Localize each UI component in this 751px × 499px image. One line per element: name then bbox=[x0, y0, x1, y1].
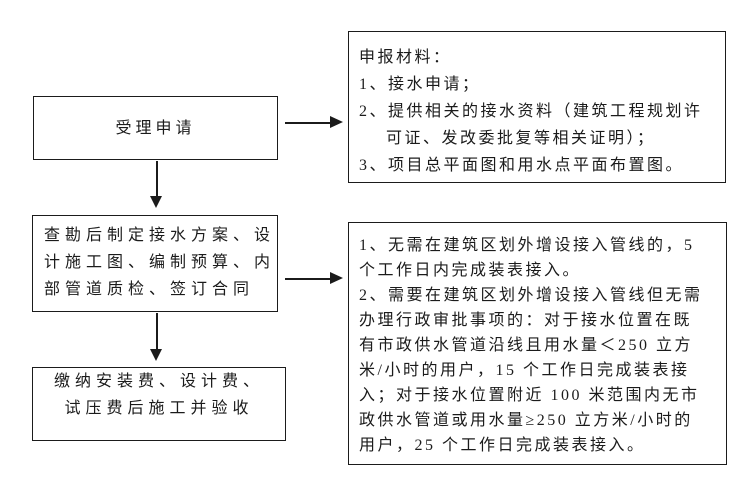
box-line: 可证、发改委批复等相关证明）； bbox=[386, 130, 656, 147]
arrow-right-icon bbox=[285, 272, 343, 285]
arrow-down-icon bbox=[150, 313, 163, 361]
box-line: 政供水管道或用水量≥250 立方米/小时的 bbox=[359, 412, 693, 429]
flow-box-survey-plan-contract: 查勘后制定接水方案、设 计施工图、编制预算、内 部管道质检、签订合同 bbox=[32, 215, 278, 312]
box-line: 办理行政审批事项的：对于接水位置在既 bbox=[359, 312, 693, 329]
box-line: 2、提供相关的接水资料（建筑工程规划许 bbox=[359, 103, 703, 120]
box-line: 个工作日内完成装表接入。 bbox=[359, 262, 582, 279]
flow-box-accept-application: 受理申请 bbox=[33, 96, 278, 160]
arrow-head bbox=[150, 349, 162, 361]
flow-box-pay-fees-construct-accept: 缴纳安装费、设计费、 试压费后施工并验收 bbox=[32, 367, 286, 441]
arrow-shaft bbox=[155, 313, 158, 350]
box-line: 有市政供水管道沿线且用水量＜250 立方 bbox=[359, 337, 694, 354]
arrow-right-icon bbox=[285, 116, 343, 129]
box-line: 入；对于接水位置附近 100 米范围内无市 bbox=[359, 387, 700, 404]
arrow-head bbox=[330, 272, 343, 284]
box-line: 缴纳安装费、设计费、 bbox=[53, 373, 264, 390]
arrow-head bbox=[150, 196, 162, 208]
box-line: 米/小时的用户，15 个工作日完成装表接 bbox=[359, 362, 690, 379]
box-line: 用户，25 个工作日完成装表接入。 bbox=[359, 437, 646, 454]
box-line: 受理申请 bbox=[115, 119, 196, 137]
box-line: 计施工图、编制预算、内 bbox=[44, 254, 276, 271]
box-line: 查勘后制定接水方案、设 bbox=[44, 227, 276, 244]
arrow-shaft bbox=[285, 121, 331, 124]
box-line: 申报材料： bbox=[359, 49, 452, 66]
arrow-head bbox=[330, 116, 343, 128]
box-line: 试压费后施工并验收 bbox=[64, 400, 254, 417]
arrow-down-icon bbox=[150, 161, 163, 208]
box-line: 3、项目总平面图和用水点平面布置图。 bbox=[359, 157, 685, 174]
arrow-shaft bbox=[155, 161, 158, 197]
box-line: 1、接水申请； bbox=[359, 76, 481, 93]
box-line: 部管道质检、签订合同 bbox=[44, 281, 255, 298]
box-line: 2、需要在建筑区划外增设接入管线但无需 bbox=[359, 287, 703, 304]
box-line: 1、无需在建筑区划外增设接入管线的，5 bbox=[359, 237, 695, 254]
arrow-shaft bbox=[285, 277, 331, 280]
info-box-connection-timelines: 1、无需在建筑区划外增设接入管线的，5 个工作日内完成装表接入。 2、需要在建筑… bbox=[348, 222, 727, 465]
info-box-application-materials: 申报材料： 1、接水申请； 2、提供相关的接水资料（建筑工程规划许 可证、发改委… bbox=[348, 31, 726, 183]
